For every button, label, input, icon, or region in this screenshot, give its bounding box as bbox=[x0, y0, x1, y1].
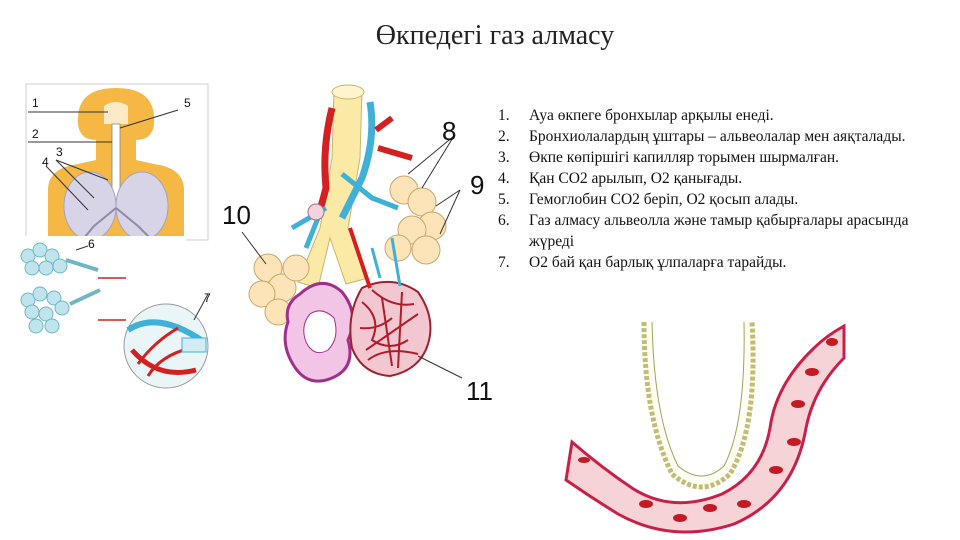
label-6: 6 bbox=[88, 237, 95, 251]
list-item: 5.Гемоглобин СО2 беріп, О2 қосып алады. bbox=[498, 191, 799, 208]
list-item: 6.Газ алмасу альвеолла және тамыр қабырғ… bbox=[498, 212, 909, 250]
list-item: 4.Қан СО2 арылып, О2 қанығады. bbox=[498, 170, 743, 187]
respiratory-system-figure: 1 2 3 4 5 6 7 bbox=[10, 83, 211, 389]
label-5: 5 bbox=[184, 96, 191, 110]
label-9: 9 bbox=[470, 170, 484, 200]
label-3: 3 bbox=[56, 145, 63, 159]
label-11: 11 bbox=[466, 376, 493, 406]
label-1: 1 bbox=[32, 96, 39, 110]
gas-exchange-steps: 1.Ауа өкпеге бронхылар арқылы енеді. 2.Б… bbox=[498, 105, 948, 273]
label-10: 10 bbox=[222, 200, 251, 230]
alveolus-capillary-figure bbox=[564, 318, 846, 534]
alveoli-figure: 8 9 10 11 bbox=[222, 84, 493, 406]
list-item: 3.Өкпе көпіршігі капилляр торымен шырмал… bbox=[498, 149, 840, 166]
list-item: 7.О2 бай қан барлық ұлпаларға тарайды. bbox=[498, 254, 787, 271]
list-item: 1.Ауа өкпеге бронхылар арқылы енеді. bbox=[498, 107, 774, 124]
label-7: 7 bbox=[204, 291, 211, 305]
label-8: 8 bbox=[442, 116, 456, 146]
label-4: 4 bbox=[42, 155, 49, 169]
label-2: 2 bbox=[32, 127, 39, 141]
slide-title: Өкпедегі газ алмасу bbox=[375, 20, 615, 51]
list-item: 2.Бронхиолалардың ұштары – альвеолалар м… bbox=[498, 128, 906, 145]
